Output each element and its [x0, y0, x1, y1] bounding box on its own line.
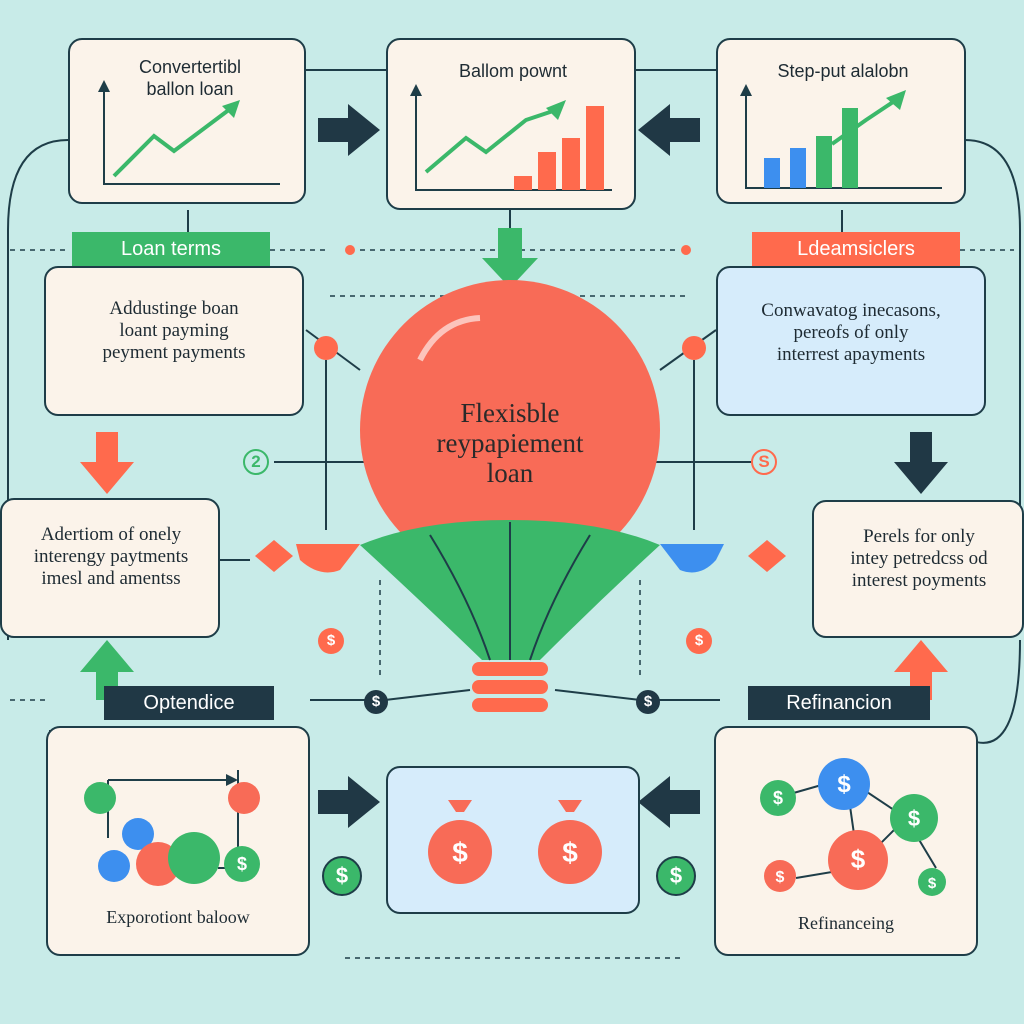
s-letter-badge: S: [751, 449, 777, 475]
diamond-icon: [748, 540, 786, 572]
tab-refinancion: Refinancion: [748, 686, 930, 720]
card-title: Step-put alalobn: [777, 61, 909, 81]
svg-text:$: $: [851, 844, 866, 874]
bar-chart-icon: [410, 84, 612, 191]
svg-text:$: $: [562, 837, 578, 868]
arrow-down-icon: [482, 228, 538, 288]
center-title-line3: loan: [486, 458, 534, 488]
svg-text:$: $: [452, 837, 468, 868]
dollar-coin-icon: $: [656, 856, 696, 896]
card-balloon-payment: Ballom pownt: [386, 38, 636, 210]
card-ldeamsiclers: Conwavatog inecasons, pereofs of only in…: [716, 266, 986, 416]
money-bags-icon: $ $: [428, 800, 602, 884]
card-text-line2: loant payming: [119, 320, 229, 341]
dot-icon: [681, 245, 691, 255]
card-text-line3: interrest apayments: [776, 344, 926, 365]
card-title-line2: ballon loan: [146, 79, 234, 99]
svg-text:$: $: [776, 869, 785, 886]
card-text-line3: imesl and amentss: [41, 568, 181, 589]
dot-icon: [314, 336, 338, 360]
card-text-line1: Perels for only: [863, 526, 975, 547]
svg-text:$: $: [773, 788, 783, 808]
svg-text:$: $: [237, 854, 247, 874]
connector-lines: [7, 69, 1021, 900]
card-text-line1: Addustinge boan: [109, 298, 239, 319]
center-title-line2: reypapiement: [436, 428, 584, 458]
card-text-line3: peyment payments: [102, 342, 246, 363]
tab-optendice: Optendice: [104, 686, 274, 720]
center-title-line1: Flexisble: [460, 398, 560, 428]
card-text: Adertiom of onely interengy paytments im…: [8, 524, 214, 590]
card-title-line1: Convertertibl: [138, 57, 242, 77]
card-caption: Exporotiont baloow: [106, 907, 250, 927]
center-title: Flexisble reypapiement loan: [380, 398, 640, 488]
svg-text:$: $: [928, 875, 937, 892]
card-text-line1: Conwavatog inecasons,: [761, 300, 941, 321]
arrow-down-icon: [894, 432, 948, 494]
card-text: Conwavatog inecasons, pereofs of only in…: [728, 300, 974, 366]
balloon-body: [360, 280, 660, 580]
card-step-up-balloon: Step-put alalobn: [716, 38, 966, 204]
dollar-coin-icon: $: [318, 628, 344, 654]
card-convertible-balloon: Convertertibl ballon loan: [68, 38, 306, 204]
card-text: Perels for only intey petredcss od inter…: [820, 526, 1018, 592]
dollar-coin-icon: $: [686, 628, 712, 654]
drop-shape: [296, 544, 360, 573]
tab-loan-terms: Loan terms: [72, 232, 270, 266]
arrow-up-icon: [80, 640, 134, 700]
card-text-line2: interengy paytments: [33, 546, 189, 567]
card-text-line2: pereofs of only: [793, 322, 909, 343]
card-text-line3: interest poyments: [851, 570, 987, 591]
tab-ldeamsiclers: Ldeamsiclers: [752, 232, 960, 266]
svg-text:$: $: [908, 806, 920, 831]
arrow-right-icon: [318, 104, 380, 156]
arrows: [80, 104, 948, 828]
dot-icon: [345, 245, 355, 255]
arrow-down-icon: [80, 432, 134, 494]
card-exploration-balloon: $ Exporotiont baloow: [46, 726, 310, 956]
arrow-right-icon: [318, 776, 380, 828]
card-caption: Refinanceing: [798, 913, 894, 933]
card-interest-payments-right: Perels for only intey petredcss od inter…: [812, 500, 1024, 638]
dot-icon: [682, 336, 706, 360]
arrow-left-icon: [638, 776, 700, 828]
dollar-coin-icon: $: [364, 690, 388, 714]
diamond-icon: [255, 540, 293, 572]
card-title: Ballom pownt: [458, 61, 568, 81]
bar-chart-icon: [740, 84, 942, 189]
arrow-up-icon: [894, 640, 948, 700]
dollar-coin-icon: $: [322, 856, 362, 896]
svg-text:$: $: [837, 771, 851, 798]
balloon-illustration: [360, 280, 660, 712]
dollar-coin-icon: $: [636, 690, 660, 714]
card-interest-payments-left: Adertiom of onely interengy paytments im…: [0, 498, 220, 638]
card-text: Addustinge boan loant payming peyment pa…: [56, 298, 292, 364]
number-two-badge: 2: [243, 449, 269, 475]
card-money-bags: $ $: [386, 766, 640, 914]
coin-network-icon: $ $ $ $ $ $: [760, 758, 946, 896]
card-title: Convertertibl ballon loan: [90, 56, 290, 100]
card-refinancing: $ $ $ $ $ $ Refinanceing: [714, 726, 978, 956]
card-loan-terms: Addustinge boan loant payming peyment pa…: [44, 266, 304, 416]
card-text-line1: Adertiom of onely: [40, 524, 182, 545]
balloon-basket: [472, 662, 548, 676]
drop-shape: [660, 544, 724, 573]
bubble-network-icon: $: [84, 770, 260, 886]
card-text-line2: intey petredcss od: [850, 548, 988, 569]
line-chart-icon: [98, 80, 280, 185]
arrow-left-icon: [638, 104, 700, 156]
